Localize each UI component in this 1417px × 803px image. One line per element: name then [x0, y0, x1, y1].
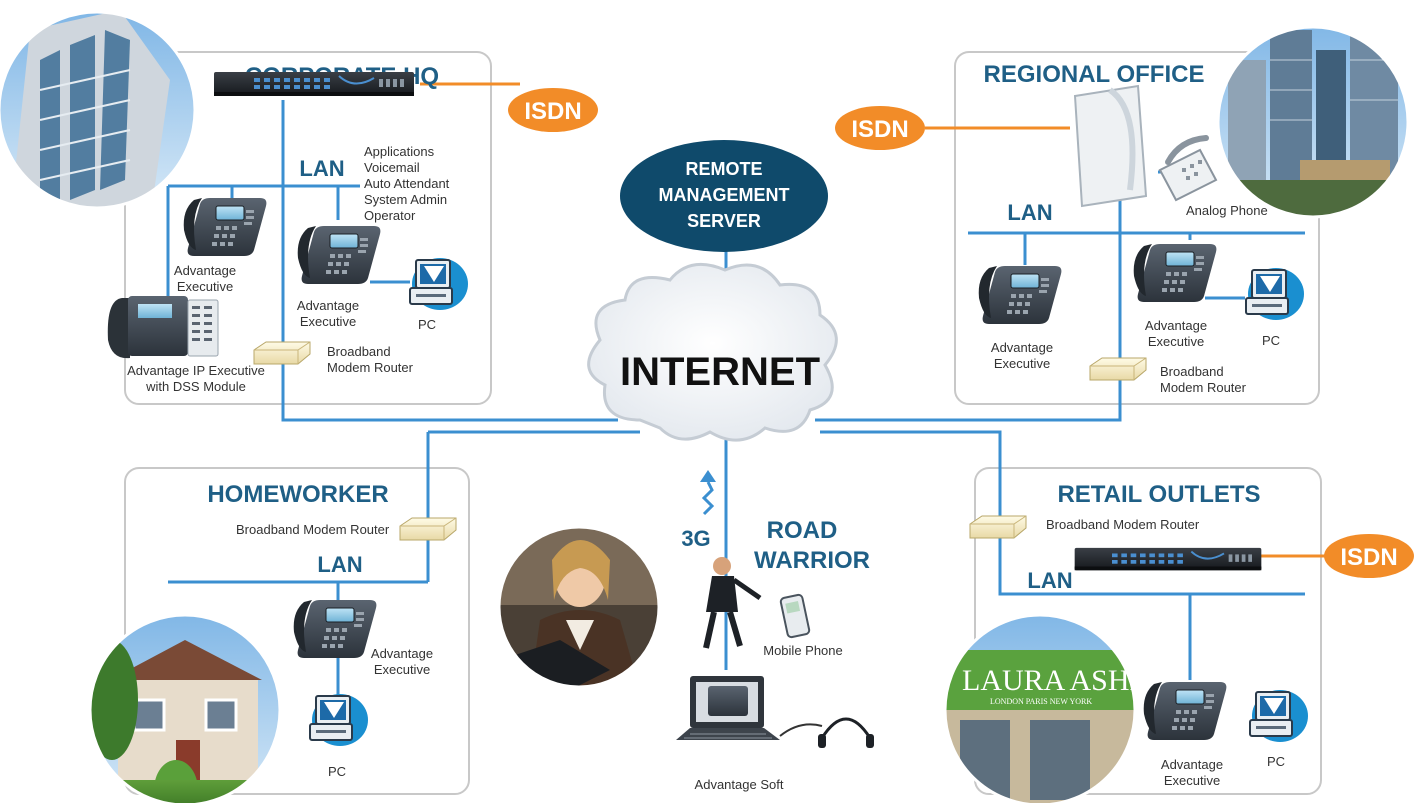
isdn-badge-corporate: ISDN — [508, 88, 598, 132]
soft-label: Advantage Soft — [695, 777, 784, 792]
apps-line-4: System Admin — [364, 192, 447, 207]
router-icon — [1089, 357, 1147, 381]
pc-icon — [1245, 267, 1305, 321]
phone1-line-2: Executive — [177, 279, 233, 294]
homeworker-router-label: Broadband Modem Router — [236, 522, 390, 537]
apps-line-5: Operator — [364, 208, 416, 223]
dss-line-2: with DSS Module — [145, 379, 246, 394]
corporate-section: CORPORATE HQ ISDN LAN Applications Voice… — [107, 63, 598, 394]
pbx-server-icon — [1073, 546, 1263, 572]
router-reg-line-2: Modem Router — [1160, 380, 1247, 395]
analog-phone-icon — [1158, 135, 1218, 202]
isdn-label-corporate: ISDN — [524, 98, 581, 125]
apps-line-3: Auto Attendant — [364, 176, 450, 191]
router-reg-line-1: Broadband — [1160, 364, 1224, 379]
router-corp-line-2: Modem Router — [327, 360, 414, 375]
retail-section: RETAIL OUTLETS Broadband Modem Router IS… — [969, 481, 1414, 788]
home-phone-line-1: Advantage — [371, 646, 433, 661]
pc-label-regional: PC — [1262, 333, 1280, 348]
retail-title: RETAIL OUTLETS — [1057, 481, 1260, 508]
road-warrior-section: 3G ROAD WARRIOR Mobile Phone Adv — [676, 470, 874, 792]
desk-phone-icon — [978, 265, 1062, 325]
server-line-2: MANAGEMENT — [659, 185, 790, 205]
router-icon — [969, 515, 1027, 539]
retail-router-label: Broadband Modem Router — [1046, 517, 1200, 532]
reg-phone1-line-1: Advantage — [991, 340, 1053, 355]
server-line-3: SERVER — [687, 211, 761, 231]
uplink-arrow-icon — [700, 470, 716, 482]
dss-phone-icon — [107, 296, 219, 359]
road-title-2: WARRIOR — [754, 547, 870, 574]
analog-label: Analog Phone — [1186, 203, 1268, 218]
mobile-phone-icon — [779, 593, 811, 639]
isdn-badge-retail: ISDN — [1324, 534, 1414, 578]
road-title-1: ROAD — [767, 517, 838, 544]
retail-phone-line-1: Advantage — [1161, 757, 1223, 772]
network-lines — [166, 100, 1305, 700]
pbx-server-icon — [212, 70, 416, 98]
lan-label-homeworker: LAN — [317, 552, 362, 577]
regional-skyline-photo — [1218, 27, 1408, 217]
pc-icon — [409, 257, 469, 311]
pc-label-homeworker: PC — [328, 764, 346, 779]
router-icon — [253, 341, 311, 365]
phone1-line-1: Advantage — [174, 263, 236, 278]
regional-section: REGIONAL OFFICE ISDN Analog Phone LAN Ad… — [835, 61, 1305, 395]
desk-phone-icon — [1143, 681, 1227, 741]
desk-phone-icon — [1133, 243, 1217, 303]
reg-phone2-line-2: Executive — [1148, 334, 1204, 349]
pbx-unit-icon — [1073, 84, 1148, 208]
isdn-label-retail: ISDN — [1340, 544, 1397, 571]
store-sign: LAURA ASHLEY — [962, 664, 1188, 697]
isdn-lines — [420, 82, 1330, 558]
router-icon — [399, 517, 457, 541]
phone2-line-1: Advantage — [297, 298, 359, 313]
signal-zigzag-icon — [701, 481, 715, 516]
regional-title: REGIONAL OFFICE — [984, 61, 1205, 88]
desk-phone-icon — [297, 225, 381, 285]
lan-label-corporate: LAN — [299, 156, 344, 181]
mobile-label: Mobile Phone — [763, 643, 843, 658]
internet-cloud: INTERNET — [587, 262, 838, 442]
pc-label-retail: PC — [1267, 754, 1285, 769]
apps-line-1: Applications — [364, 144, 435, 159]
corporate-building-photo — [0, 12, 195, 208]
store-sign-sub: LONDON PARIS NEW YORK — [990, 697, 1092, 706]
walking-person-icon — [703, 557, 762, 649]
desk-phone-icon — [293, 599, 377, 659]
lan-label-regional: LAN — [1007, 200, 1052, 225]
retail-outlets-box — [974, 467, 1322, 795]
phone2-line-2: Executive — [300, 314, 356, 329]
lan-label-retail: LAN — [1027, 568, 1072, 593]
headset-icon — [818, 717, 874, 748]
internet-label: INTERNET — [620, 350, 820, 394]
laptop-softphone-icon — [676, 676, 823, 740]
g3-label: 3G — [681, 526, 710, 551]
reg-phone2-line-1: Advantage — [1145, 318, 1207, 333]
home-phone-line-2: Executive — [374, 662, 430, 677]
remote-management-server: REMOTE MANAGEMENT SERVER — [620, 140, 828, 252]
regional-office-box — [954, 51, 1320, 405]
desk-phone-icon — [183, 197, 267, 257]
homeworker-title: HOMEWORKER — [207, 481, 388, 508]
house-photo — [90, 615, 280, 803]
pc-icon — [1249, 689, 1309, 743]
isdn-label-regional: ISDN — [851, 116, 908, 143]
homeworker-box — [124, 467, 470, 795]
router-corp-line-1: Broadband — [327, 344, 391, 359]
pc-label-corporate: PC — [418, 317, 436, 332]
retail-phone-line-2: Executive — [1164, 773, 1220, 788]
pc-icon — [309, 693, 369, 747]
homeworker-section: HOMEWORKER Broadband Modem Router LAN Ad… — [207, 481, 457, 779]
reg-phone1-line-2: Executive — [994, 356, 1050, 371]
server-line-1: REMOTE — [685, 159, 762, 179]
isdn-badge-regional: ISDN — [835, 106, 925, 150]
corporate-hq-box — [124, 51, 492, 405]
apps-line-2: Voicemail — [364, 160, 420, 175]
dss-line-1: Advantage IP Executive — [127, 363, 265, 378]
